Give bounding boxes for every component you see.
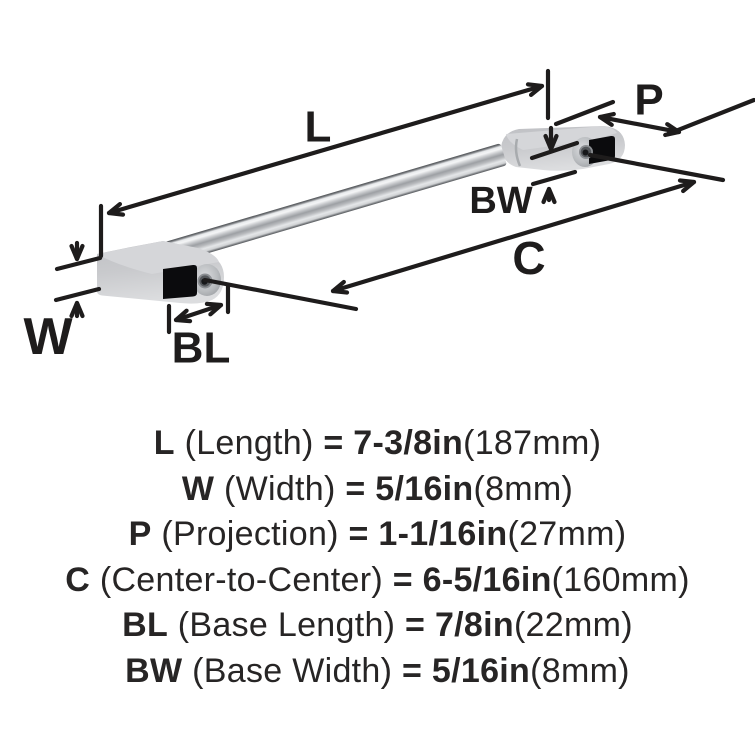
legend-metric: (160mm) xyxy=(551,560,690,599)
legend-desc: (Length) xyxy=(174,424,324,462)
dim-label-width: W xyxy=(23,308,73,366)
left-base xyxy=(97,241,224,304)
dim-line-length xyxy=(106,82,545,217)
ext-line-projection-left xyxy=(553,99,616,127)
ext-tick-base-width-upper xyxy=(529,140,580,161)
mounting-hole-left xyxy=(163,264,197,299)
legend-metric: (27mm) xyxy=(507,515,627,553)
legend-abbr: L xyxy=(153,424,175,462)
legend-value: = 5/16in xyxy=(345,469,474,508)
dim-label-base-width: BW xyxy=(469,180,532,222)
legend-row: P (Projection) = 1-1/16in(27mm) xyxy=(0,512,755,558)
ext-line-projection-right xyxy=(665,97,755,137)
handle-bar xyxy=(159,143,507,266)
legend-value: = 1-1/16in xyxy=(348,515,508,553)
ext-tick-width-lower xyxy=(53,286,102,303)
legend-value: = 6-5/16in xyxy=(392,560,552,599)
legend-row: L (Length) = 7-3/8in(187mm) xyxy=(0,421,755,467)
dim-label-length: L xyxy=(305,103,332,152)
legend-metric: (8mm) xyxy=(530,651,630,690)
legend-value: = 5/16in xyxy=(402,651,531,690)
legend-row: BL (Base Length) = 7/8in(22mm) xyxy=(0,603,755,649)
leader-screw-right xyxy=(587,152,726,183)
legend-desc: (Base Length) xyxy=(168,606,406,644)
legend-abbr: C xyxy=(65,560,91,599)
legend-row: W (Width) = 5/16in(8mm) xyxy=(0,467,755,513)
ext-tick-width-upper xyxy=(54,255,103,272)
dim-line-projection xyxy=(597,111,682,138)
legend-abbr: BL xyxy=(122,606,169,644)
legend-value: = 7-3/8in xyxy=(323,424,464,462)
leader-screw-left xyxy=(202,277,359,312)
legend-row: BW (Base Width) = 5/16in(8mm) xyxy=(0,649,755,695)
dim-label-center-to-center: C xyxy=(512,232,545,284)
legend-desc: (Projection) xyxy=(151,515,349,553)
dimensions-legend: L (Length) = 7-3/8in(187mm)W (Width) = 5… xyxy=(0,421,755,694)
legend-abbr: W xyxy=(181,469,215,508)
legend-metric: (22mm) xyxy=(513,606,633,644)
ext-tick-base-width-lower xyxy=(530,169,578,187)
legend-row: C (Center-to-Center) = 6-5/16in(160mm) xyxy=(0,558,755,604)
legend-metric: (8mm) xyxy=(473,469,574,508)
legend-metric: (187mm) xyxy=(463,424,602,462)
dim-label-base-length: BL xyxy=(172,324,231,373)
legend-desc: (Center-to-Center) xyxy=(90,560,393,599)
handle-dimension-drawing: L P BW C W BL xyxy=(23,68,755,373)
legend-desc: (Width) xyxy=(214,469,346,508)
legend-abbr: BW xyxy=(125,651,183,690)
dim-line-center-to-center xyxy=(330,178,697,295)
legend-value: = 7/8in xyxy=(405,606,514,644)
legend-abbr: P xyxy=(128,515,152,553)
dim-label-projection: P xyxy=(634,76,663,125)
dim-line-base-length xyxy=(173,301,224,324)
dimension-lines xyxy=(53,68,755,335)
legend-desc: (Base Width) xyxy=(182,651,403,690)
